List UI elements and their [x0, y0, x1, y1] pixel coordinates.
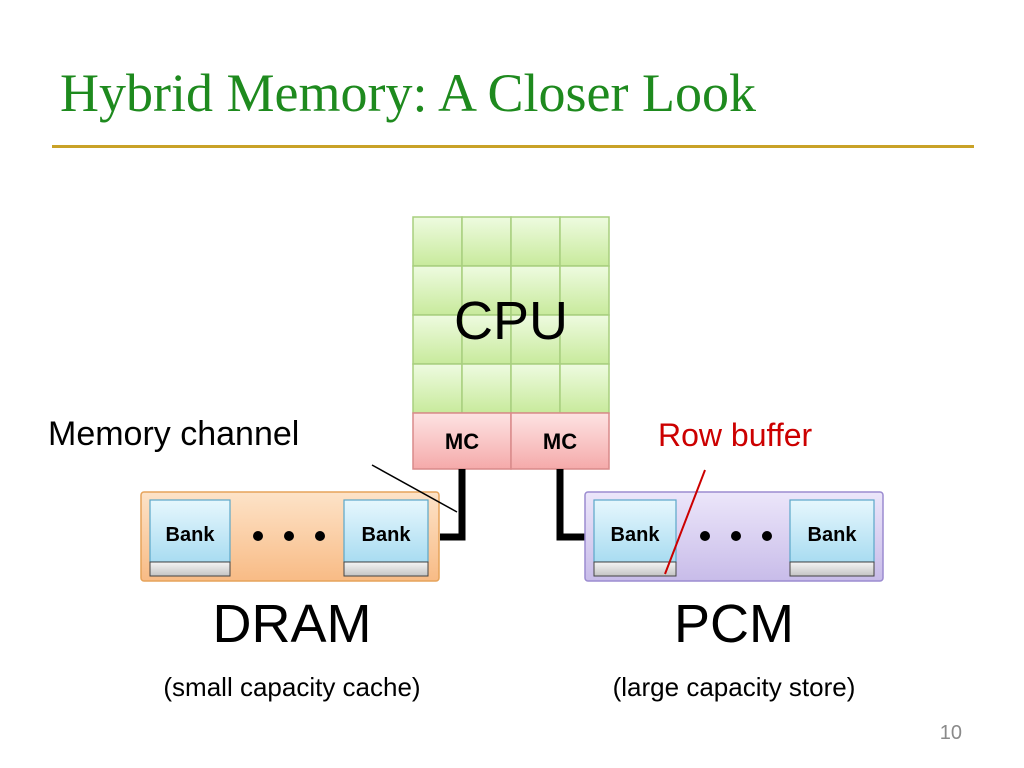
pcm-bank-right-label: Bank	[807, 524, 857, 546]
cpu-core-grid	[412, 216, 610, 414]
dram-bank-left	[149, 499, 231, 563]
page-number: 10	[939, 722, 962, 744]
pcm-label: PCM	[674, 594, 794, 654]
title-divider	[52, 145, 974, 148]
pcm-channel-line	[556, 469, 585, 541]
dram-label: DRAM	[212, 594, 372, 654]
pcm-bank-left-label: Bank	[610, 524, 660, 546]
memory-channel-label: Memory channel	[48, 415, 300, 453]
memory-channel-pointer	[371, 464, 458, 513]
pcm-ellipsis-dots	[700, 531, 772, 541]
dram-bank-right-label: Bank	[361, 524, 411, 546]
dram-bank-right	[343, 499, 429, 563]
dram-row-buffer-left	[149, 561, 231, 577]
pcm-bank-left	[593, 499, 677, 563]
dram-row-buffer-right	[343, 561, 429, 577]
mc-right-box	[510, 412, 610, 470]
mc-left-label: MC	[444, 429, 480, 454]
slide-title: Hybrid Memory: A Closer Look	[60, 63, 756, 123]
mc-right-label: MC	[542, 429, 578, 454]
dram-channel-line	[440, 469, 466, 541]
pcm-row-buffer-left	[593, 561, 677, 577]
pcm-row-buffer-right	[789, 561, 875, 577]
row-buffer-pointer	[664, 469, 706, 575]
dram-bank-left-label: Bank	[165, 524, 215, 546]
cpu-label: CPU	[453, 291, 569, 351]
row-buffer-label: Row buffer	[658, 417, 813, 453]
dram-caption: (small capacity cache)	[163, 672, 421, 702]
pcm-caption: (large capacity store)	[612, 672, 856, 702]
dram-ellipsis-dots	[253, 531, 325, 541]
